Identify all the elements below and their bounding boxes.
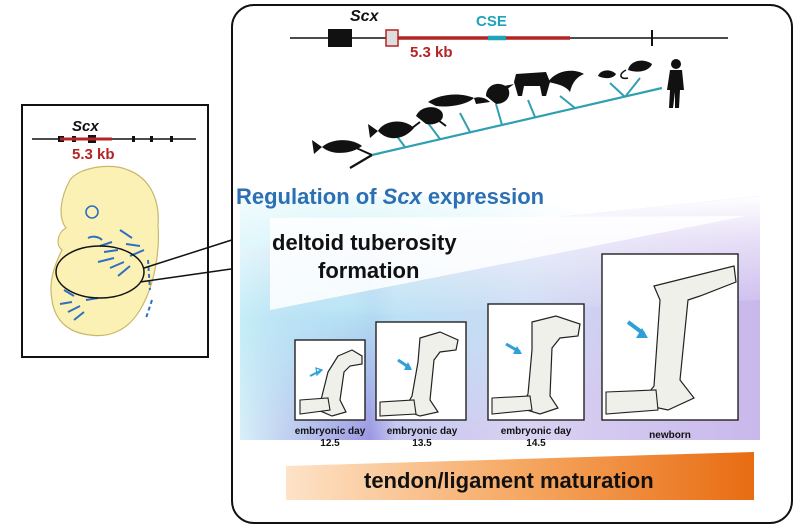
heading-gene: Scx <box>382 184 422 209</box>
left-gene-track <box>32 135 196 143</box>
stage-line1: newborn <box>649 430 691 441</box>
stage-label-e13-5: embryonic day 13.5 <box>372 426 472 450</box>
embryo-illustration <box>50 165 239 337</box>
stage-label-e12-5: embryonic day 12.5 <box>280 426 380 450</box>
dolphin-icon <box>548 70 584 92</box>
deltoid-label-line1: deltoid tuberosity <box>272 230 457 255</box>
rat-icon <box>620 60 652 80</box>
stage-label-e14-5: embryonic day 14.5 <box>486 426 586 450</box>
bone-panel-e14-5 <box>487 303 585 421</box>
left-region-label: 5.3 kb <box>72 146 115 163</box>
cow-icon <box>514 72 550 96</box>
fish-icon <box>312 140 362 154</box>
maturation-label: tendon/ligament maturation <box>364 468 654 493</box>
frog-icon <box>411 107 447 129</box>
top-region-label: 5.3 kb <box>410 44 453 61</box>
stage-line1: embryonic day <box>294 426 366 437</box>
deltoid-triangle <box>270 216 746 310</box>
deltoid-label-line2: formation <box>318 258 420 283</box>
bone-panel-e13-5 <box>375 321 467 421</box>
mouse-icon <box>598 70 616 79</box>
bird-icon <box>486 83 514 104</box>
stage-label-newborn: newborn <box>620 430 720 442</box>
maturation-bar <box>286 452 754 500</box>
lizard-icon <box>428 94 490 107</box>
bone-panel-e12-5 <box>294 339 366 421</box>
cse-label: CSE <box>476 13 507 30</box>
left-gene-label: Scx <box>72 118 99 135</box>
top-gene-label: Scx <box>350 8 379 25</box>
stage-line1: embryonic day <box>386 426 458 437</box>
fish-icon-2 <box>368 121 414 139</box>
top-gene-track <box>290 29 728 47</box>
bone-panel-newborn <box>601 253 739 421</box>
stage-line1: embryonic day <box>500 426 572 437</box>
human-icon <box>667 59 684 108</box>
stage-line2: 12.5 <box>320 438 340 449</box>
stage-line2: 13.5 <box>412 438 432 449</box>
regulation-heading: Regulation of Scx expression <box>236 184 544 210</box>
heading-suffix: expression <box>421 184 545 209</box>
stage-line2: 14.5 <box>526 438 546 449</box>
heading-prefix: Regulation of <box>236 184 383 209</box>
